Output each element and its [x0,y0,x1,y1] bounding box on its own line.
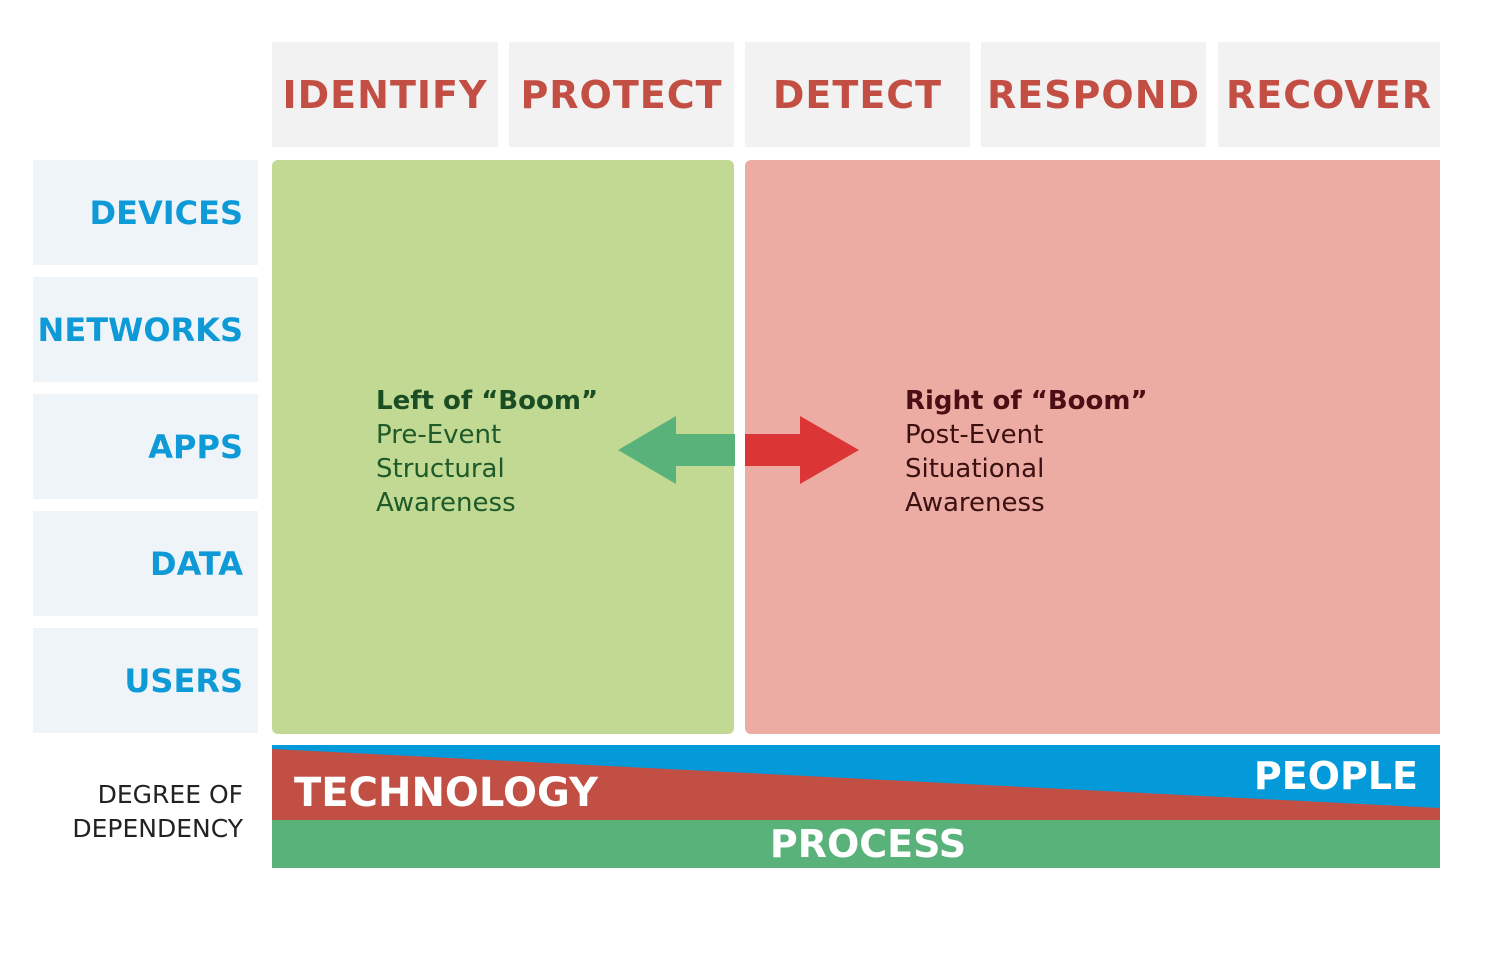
right-of-boom-line: Post-Event [905,420,1044,450]
column-header-detect: DETECT [745,42,970,147]
right-of-boom-line: Awareness [905,488,1045,518]
left-of-boom-text: Left of “Boom” Pre-Event Structural Awar… [376,384,598,520]
people-label: PEOPLE [1253,754,1418,798]
column-header-identify: IDENTIFY [272,42,498,147]
left-of-boom-line: Structural [376,454,505,484]
column-header-recover: RECOVER [1218,42,1440,147]
row-header-data: DATA [33,511,258,616]
dependency-bands [272,745,1440,868]
left-of-boom-line: Pre-Event [376,420,502,450]
technology-band [272,749,1440,820]
left-of-boom-line: Awareness [376,488,516,518]
right-of-boom-panel [745,160,1440,734]
right-of-boom-title: Right of “Boom” [905,386,1148,416]
left-of-boom-title: Left of “Boom” [376,386,599,416]
row-header-networks: NETWORKS [33,277,258,382]
left-arrow-icon [618,416,735,484]
row-header-apps: APPS [33,394,258,499]
technology-label: TECHNOLOGY [294,770,598,816]
right-arrow-icon [745,416,859,484]
degree-of-line: DEGREE OF [97,780,243,809]
row-header-devices: DEVICES [33,160,258,265]
right-of-boom-text: Right of “Boom” Post-Event Situational A… [905,384,1148,520]
boom-arrows [618,416,859,484]
row-header-users: USERS [33,628,258,733]
column-header-protect: PROTECT [509,42,734,147]
column-header-respond: RESPOND [981,42,1206,147]
dependency-line: DEPENDENCY [72,814,243,843]
degree-of-dependency-label: DEGREE OF DEPENDENCY [33,778,243,846]
process-band [272,820,1440,868]
process-label: PROCESS [769,822,967,866]
right-of-boom-line: Situational [905,454,1045,484]
